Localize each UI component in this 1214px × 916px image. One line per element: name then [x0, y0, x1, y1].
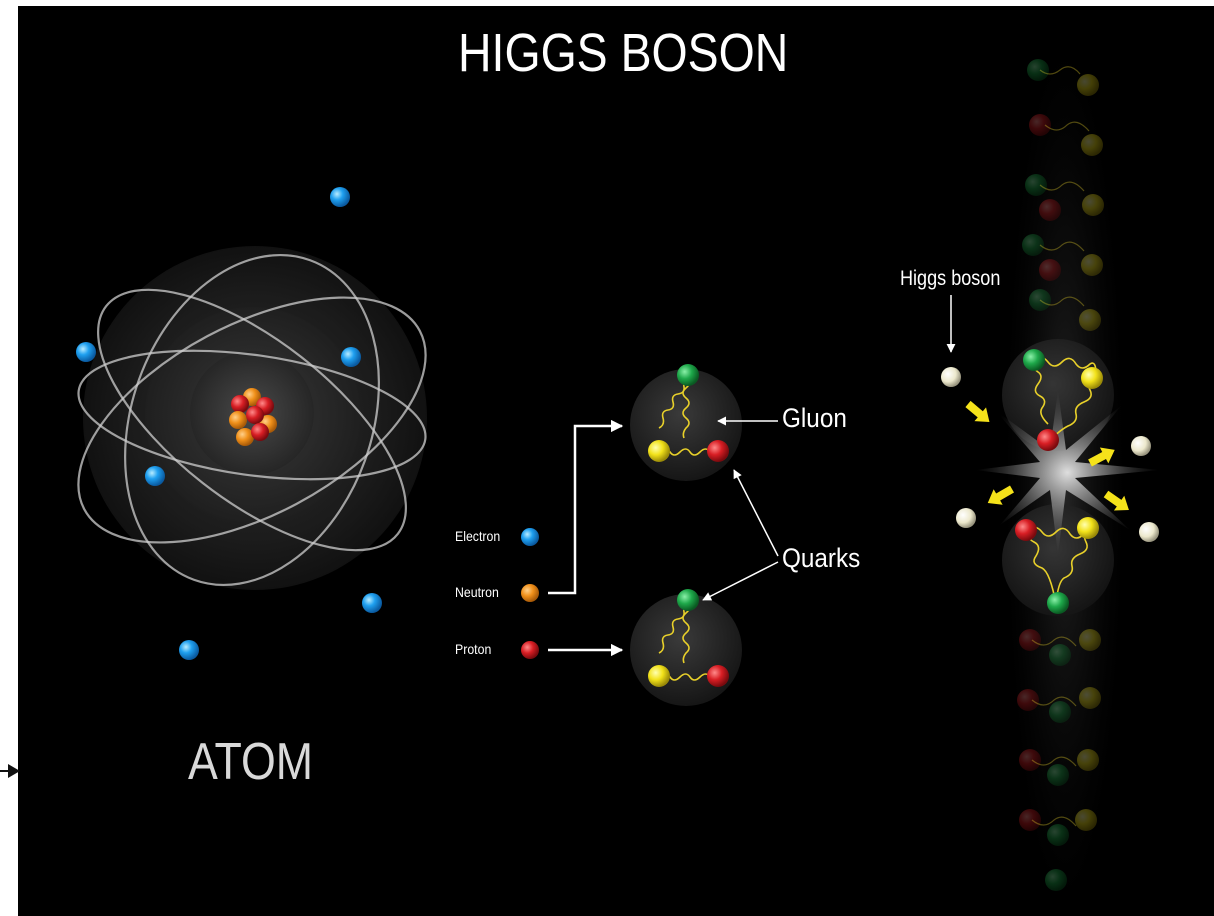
quark-yellow — [648, 440, 670, 462]
legend-electron-label: Electron — [455, 528, 501, 544]
orbit-1 — [77, 296, 427, 544]
legend-markers — [521, 528, 539, 659]
higgs-boson-particle — [1131, 436, 1151, 456]
higgs-boson-particle — [941, 367, 961, 387]
legend-proton-label: Proton — [455, 641, 492, 657]
pointer-arrow-icon — [0, 764, 20, 778]
higgs-boson-particle — [1139, 522, 1159, 542]
nucleus — [229, 388, 277, 446]
legend-electron-dot — [521, 528, 539, 546]
nucleon — [251, 423, 269, 441]
legend-proton-dot — [521, 641, 539, 659]
electron-orbits — [77, 253, 427, 587]
quarks-label: Quarks — [782, 543, 861, 573]
atom-label: ATOM — [188, 733, 314, 791]
orbit-4 — [77, 349, 427, 481]
higgs-boson-particle — [956, 508, 976, 528]
legend-neutron-label: Neutron — [455, 584, 499, 600]
collision-flash — [975, 390, 1160, 555]
electron-3 — [341, 347, 361, 367]
quark-red — [1037, 429, 1059, 451]
label-arrows — [702, 295, 956, 601]
electron-2 — [76, 342, 96, 362]
orbit-2 — [97, 288, 407, 552]
higgs-boson-label: Higgs boson — [900, 267, 1001, 290]
neutron-to-particle-arrow — [548, 419, 624, 595]
quark-red — [707, 665, 729, 687]
quark-red — [1015, 519, 1037, 541]
neutron-bubble — [630, 364, 742, 481]
diagram-title: HIGGS BOSON — [458, 23, 789, 83]
nucleon — [246, 406, 264, 424]
emission-arrows — [965, 400, 1129, 511]
higgs-bosons — [941, 367, 1159, 542]
gluon-label: Gluon — [782, 403, 847, 433]
quark-green — [677, 364, 699, 386]
proton-bubble — [630, 589, 742, 706]
quarks-arrow-lower — [702, 561, 779, 601]
connector-arrows — [548, 419, 624, 657]
orbit-3 — [124, 253, 380, 587]
legend-neutron-dot — [521, 584, 539, 602]
electrons — [76, 187, 382, 660]
electron-5 — [362, 593, 382, 613]
quark-yellow — [1077, 517, 1099, 539]
electron-6 — [179, 640, 199, 660]
faded-particle-trail — [1017, 59, 1104, 891]
quark-green — [1023, 349, 1045, 371]
nucleon — [236, 428, 254, 446]
quark-yellow — [648, 665, 670, 687]
yellow-arrow-icon — [987, 485, 1014, 505]
yellow-arrow-icon — [965, 400, 990, 422]
higgs-field-column — [941, 40, 1160, 910]
quark-green — [1047, 592, 1069, 614]
electron-4 — [145, 466, 165, 486]
faded-gluon-trail — [1031, 66, 1090, 827]
atom-illustration — [76, 187, 427, 660]
quark-red — [707, 440, 729, 462]
nucleon — [231, 395, 249, 413]
yellow-arrow-icon — [1103, 490, 1129, 511]
electron-1 — [330, 187, 350, 207]
yellow-arrow-icon — [1088, 447, 1115, 467]
quark-yellow — [1081, 367, 1103, 389]
nucleon — [229, 411, 247, 429]
quarks-arrow-upper — [733, 469, 779, 557]
quark-green — [677, 589, 699, 611]
